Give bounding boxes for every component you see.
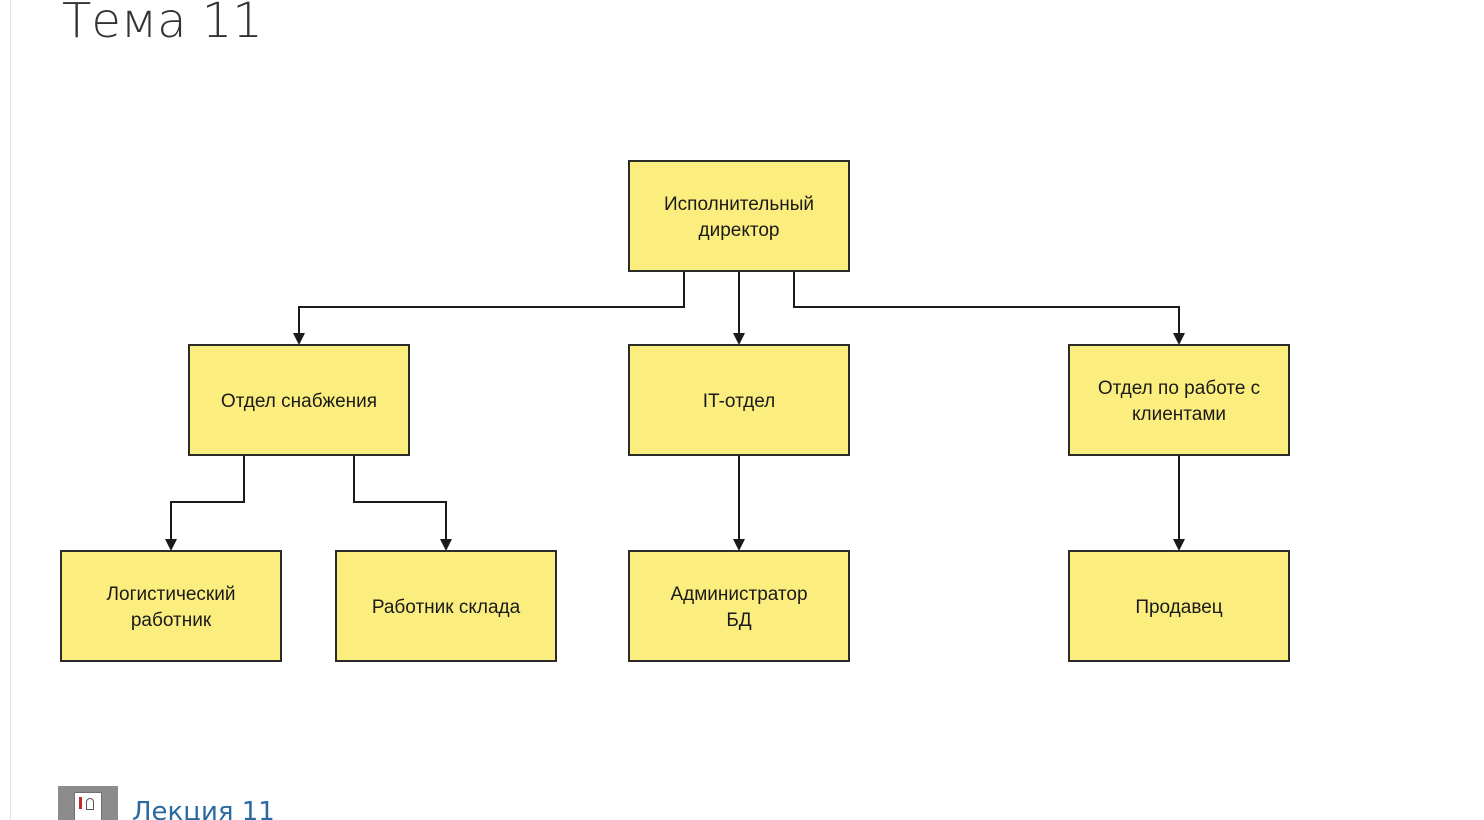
node-label-line: IT-отдел xyxy=(703,391,776,412)
node-clients-department: Отдел по работе с клиентами xyxy=(1068,344,1290,456)
node-executive-director: Исполнительный директор xyxy=(628,160,850,272)
node-label-line: Администратор xyxy=(670,584,807,605)
node-label-line: Работник склада xyxy=(372,597,521,618)
node-it-department: IT-отдел xyxy=(628,344,850,456)
node-supply-department: Отдел снабжения xyxy=(188,344,410,456)
node-label-line: работник xyxy=(131,610,212,631)
node-warehouse-worker: Работник склада xyxy=(335,550,557,662)
node-db-administrator: Администратор БД xyxy=(628,550,850,662)
edge-director-supply xyxy=(293,271,685,345)
edge-director-clients xyxy=(793,271,1185,345)
lecture-activity-link[interactable]: Лекция 11 xyxy=(58,786,275,820)
edge-supply-logistics xyxy=(165,455,245,551)
node-logistics-worker: Логистический работник xyxy=(60,550,282,662)
node-label-line: Отдел снабжения xyxy=(221,391,377,412)
node-label-line: БД xyxy=(726,610,751,631)
node-label-line: Отдел по работе с xyxy=(1098,378,1260,399)
node-label-line: Продавец xyxy=(1135,597,1222,618)
edge-supply-warehouse xyxy=(353,455,452,551)
content-border xyxy=(10,0,11,820)
node-seller: Продавец xyxy=(1068,550,1290,662)
pdf-document-icon xyxy=(58,786,118,820)
activity-label[interactable]: Лекция 11 xyxy=(132,797,275,820)
section-title: Тема 11 xyxy=(62,0,263,49)
node-label-line: директор xyxy=(699,220,780,241)
node-label-line: Исполнительный xyxy=(664,194,814,215)
node-label-line: Логистический xyxy=(107,584,236,605)
node-label-line: клиентами xyxy=(1132,404,1226,425)
